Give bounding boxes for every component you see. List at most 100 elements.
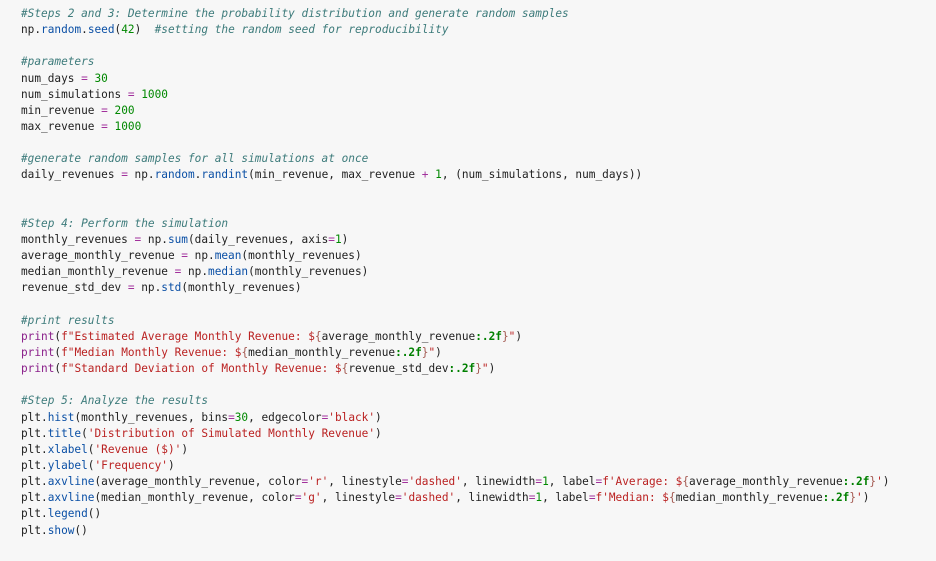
code-token-str: ': [876, 475, 883, 489]
code-token-plain: np.: [21, 23, 42, 37]
code-token-op: =: [174, 265, 182, 279]
code-token-plain: np.: [134, 281, 162, 295]
code-token-str: 'r': [308, 475, 329, 489]
code-token-plain: (monthly_revenues): [241, 249, 362, 263]
code-line: [21, 135, 936, 151]
code-line: [21, 38, 936, 54]
code-token-plain: , linestyle: [328, 475, 402, 489]
code-token-plain: median_monthly_revenue: [675, 491, 823, 505]
code-token-plain: num_days: [21, 71, 82, 85]
code-line: plt.show(): [21, 523, 936, 539]
code-token-op: =: [588, 491, 596, 505]
code-token-plain: (: [87, 458, 95, 472]
code-token-plain: monthly_revenues: [21, 232, 135, 246]
code-token-plain: median_monthly_revenue: [248, 345, 396, 359]
code-token-str: f"Standard Deviation of Monthly Revenue:…: [61, 362, 342, 376]
code-token-str: 'dashed': [408, 475, 462, 489]
code-line: #Step 5: Analyze the results: [21, 393, 936, 409]
code-token-str: ": [508, 329, 516, 343]
code-token-num: 1: [435, 168, 442, 182]
code-token-comment: #Step 5: Analyze the results: [21, 394, 209, 408]
code-token-plain: , label: [548, 475, 596, 489]
code-token-plain: [108, 104, 115, 117]
code-token-str: 'black': [328, 410, 376, 424]
code-token-plain: , linestyle: [321, 491, 396, 505]
code-token-plain: average_monthly_revenue: [321, 329, 476, 343]
code-token-plain: , label: [542, 491, 589, 505]
code-token-plain: (: [87, 442, 95, 456]
code-token-plain: , linewidth: [455, 491, 529, 505]
code-token-plain: median_monthly_revenue: [21, 265, 175, 279]
code-token-plain: , (num_simulations, num_days)): [441, 168, 643, 182]
code-token-num: 200: [114, 103, 135, 117]
code-token-str: f'Median: $: [595, 491, 669, 505]
code-token-comment: #Steps 2 and 3: Determine the probabilit…: [21, 7, 569, 20]
code-line: num_simulations = 1000: [21, 87, 936, 103]
code-token-plain: ): [341, 232, 349, 246]
code-token-builtin: print: [21, 329, 55, 343]
code-token-plain: (): [87, 507, 102, 521]
code-token-plain: revenue_std_dev: [21, 281, 128, 295]
code-line: [21, 377, 936, 393]
code-token-op: =: [321, 410, 329, 424]
code-token-num: 1: [542, 475, 549, 489]
code-token-str: f"Median Monthly Revenue: $: [61, 345, 242, 359]
code-token-plain: daily_revenues: [21, 168, 122, 182]
code-token-op: =: [328, 232, 335, 246]
code-token-op: =: [134, 232, 142, 246]
code-editor[interactable]: #Steps 2 and 3: Determine the probabilit…: [21, 6, 936, 539]
code-line: median_monthly_revenue = np.median(month…: [21, 264, 936, 280]
code-token-op: =: [294, 491, 302, 505]
code-token-interp: {: [341, 362, 349, 376]
code-token-plain: plt.: [21, 491, 48, 505]
code-token-plain: (: [114, 23, 122, 37]
code-token-plain: (: [54, 362, 62, 376]
code-token-fn: randint: [201, 168, 249, 182]
code-token-plain: .: [194, 168, 202, 182]
code-token-plain: np.: [127, 168, 155, 182]
code-token-op: =: [228, 410, 235, 424]
code-token-op: =: [127, 281, 135, 295]
code-token-str: 'Distribution of Simulated Monthly Reven…: [87, 426, 376, 440]
code-token-num: 1: [535, 491, 543, 505]
code-token-plain: average_monthly_revenue: [21, 249, 182, 263]
code-token-plain: np.: [181, 265, 209, 279]
code-token-plain: (average_monthly_revenue, color: [94, 475, 302, 489]
code-token-fmt: :.2f: [395, 345, 422, 359]
code-token-plain: ): [375, 426, 382, 440]
code-token-fn: median: [208, 265, 249, 279]
code-token-fn: axvline: [47, 491, 95, 505]
code-line: min_revenue = 200: [21, 103, 936, 119]
code-token-fn: random: [154, 168, 195, 182]
code-token-plain: average_monthly_revenue: [689, 475, 843, 489]
code-token-str: f"Estimated Average Monthly Revenue: $: [61, 329, 315, 343]
code-token-interp: }: [869, 475, 877, 489]
code-line: daily_revenues = np.random.randint(min_r…: [21, 167, 936, 183]
code-token-fn: mean: [214, 249, 242, 263]
code-token-plain: np.: [187, 249, 215, 263]
code-line: #generate random samples for all simulat…: [21, 151, 936, 167]
code-token-plain: num_simulations: [21, 87, 128, 101]
code-token-str: ': [856, 491, 863, 505]
code-token-plain: plt.: [21, 507, 48, 521]
code-line: #Steps 2 and 3: Determine the probabilit…: [21, 6, 936, 22]
code-line: [21, 184, 936, 200]
code-token-num: 1000: [114, 119, 142, 133]
code-line: print(f"Median Monthly Revenue: ${median…: [21, 345, 936, 361]
code-token-plain: (daily_revenues, axis: [188, 232, 329, 246]
code-token-comment: #parameters: [21, 55, 95, 69]
code-line: plt.axvline(median_monthly_revenue, colo…: [21, 490, 936, 506]
code-token-plain: plt.: [21, 523, 48, 537]
code-token-fn: axvline: [47, 475, 95, 489]
code-token-interp: {: [682, 475, 690, 489]
code-token-interp: }: [475, 362, 482, 376]
code-token-interp: {: [314, 329, 322, 343]
code-token-fn: std: [161, 281, 182, 295]
code-token-op: =: [595, 475, 603, 489]
code-token-op: =: [121, 168, 128, 182]
code-token-builtin: print: [21, 362, 55, 376]
code-token-builtin: print: [21, 345, 55, 359]
code-line: plt.hist(monthly_revenues, bins=30, edge…: [21, 410, 936, 426]
code-token-plain: (): [74, 523, 88, 537]
